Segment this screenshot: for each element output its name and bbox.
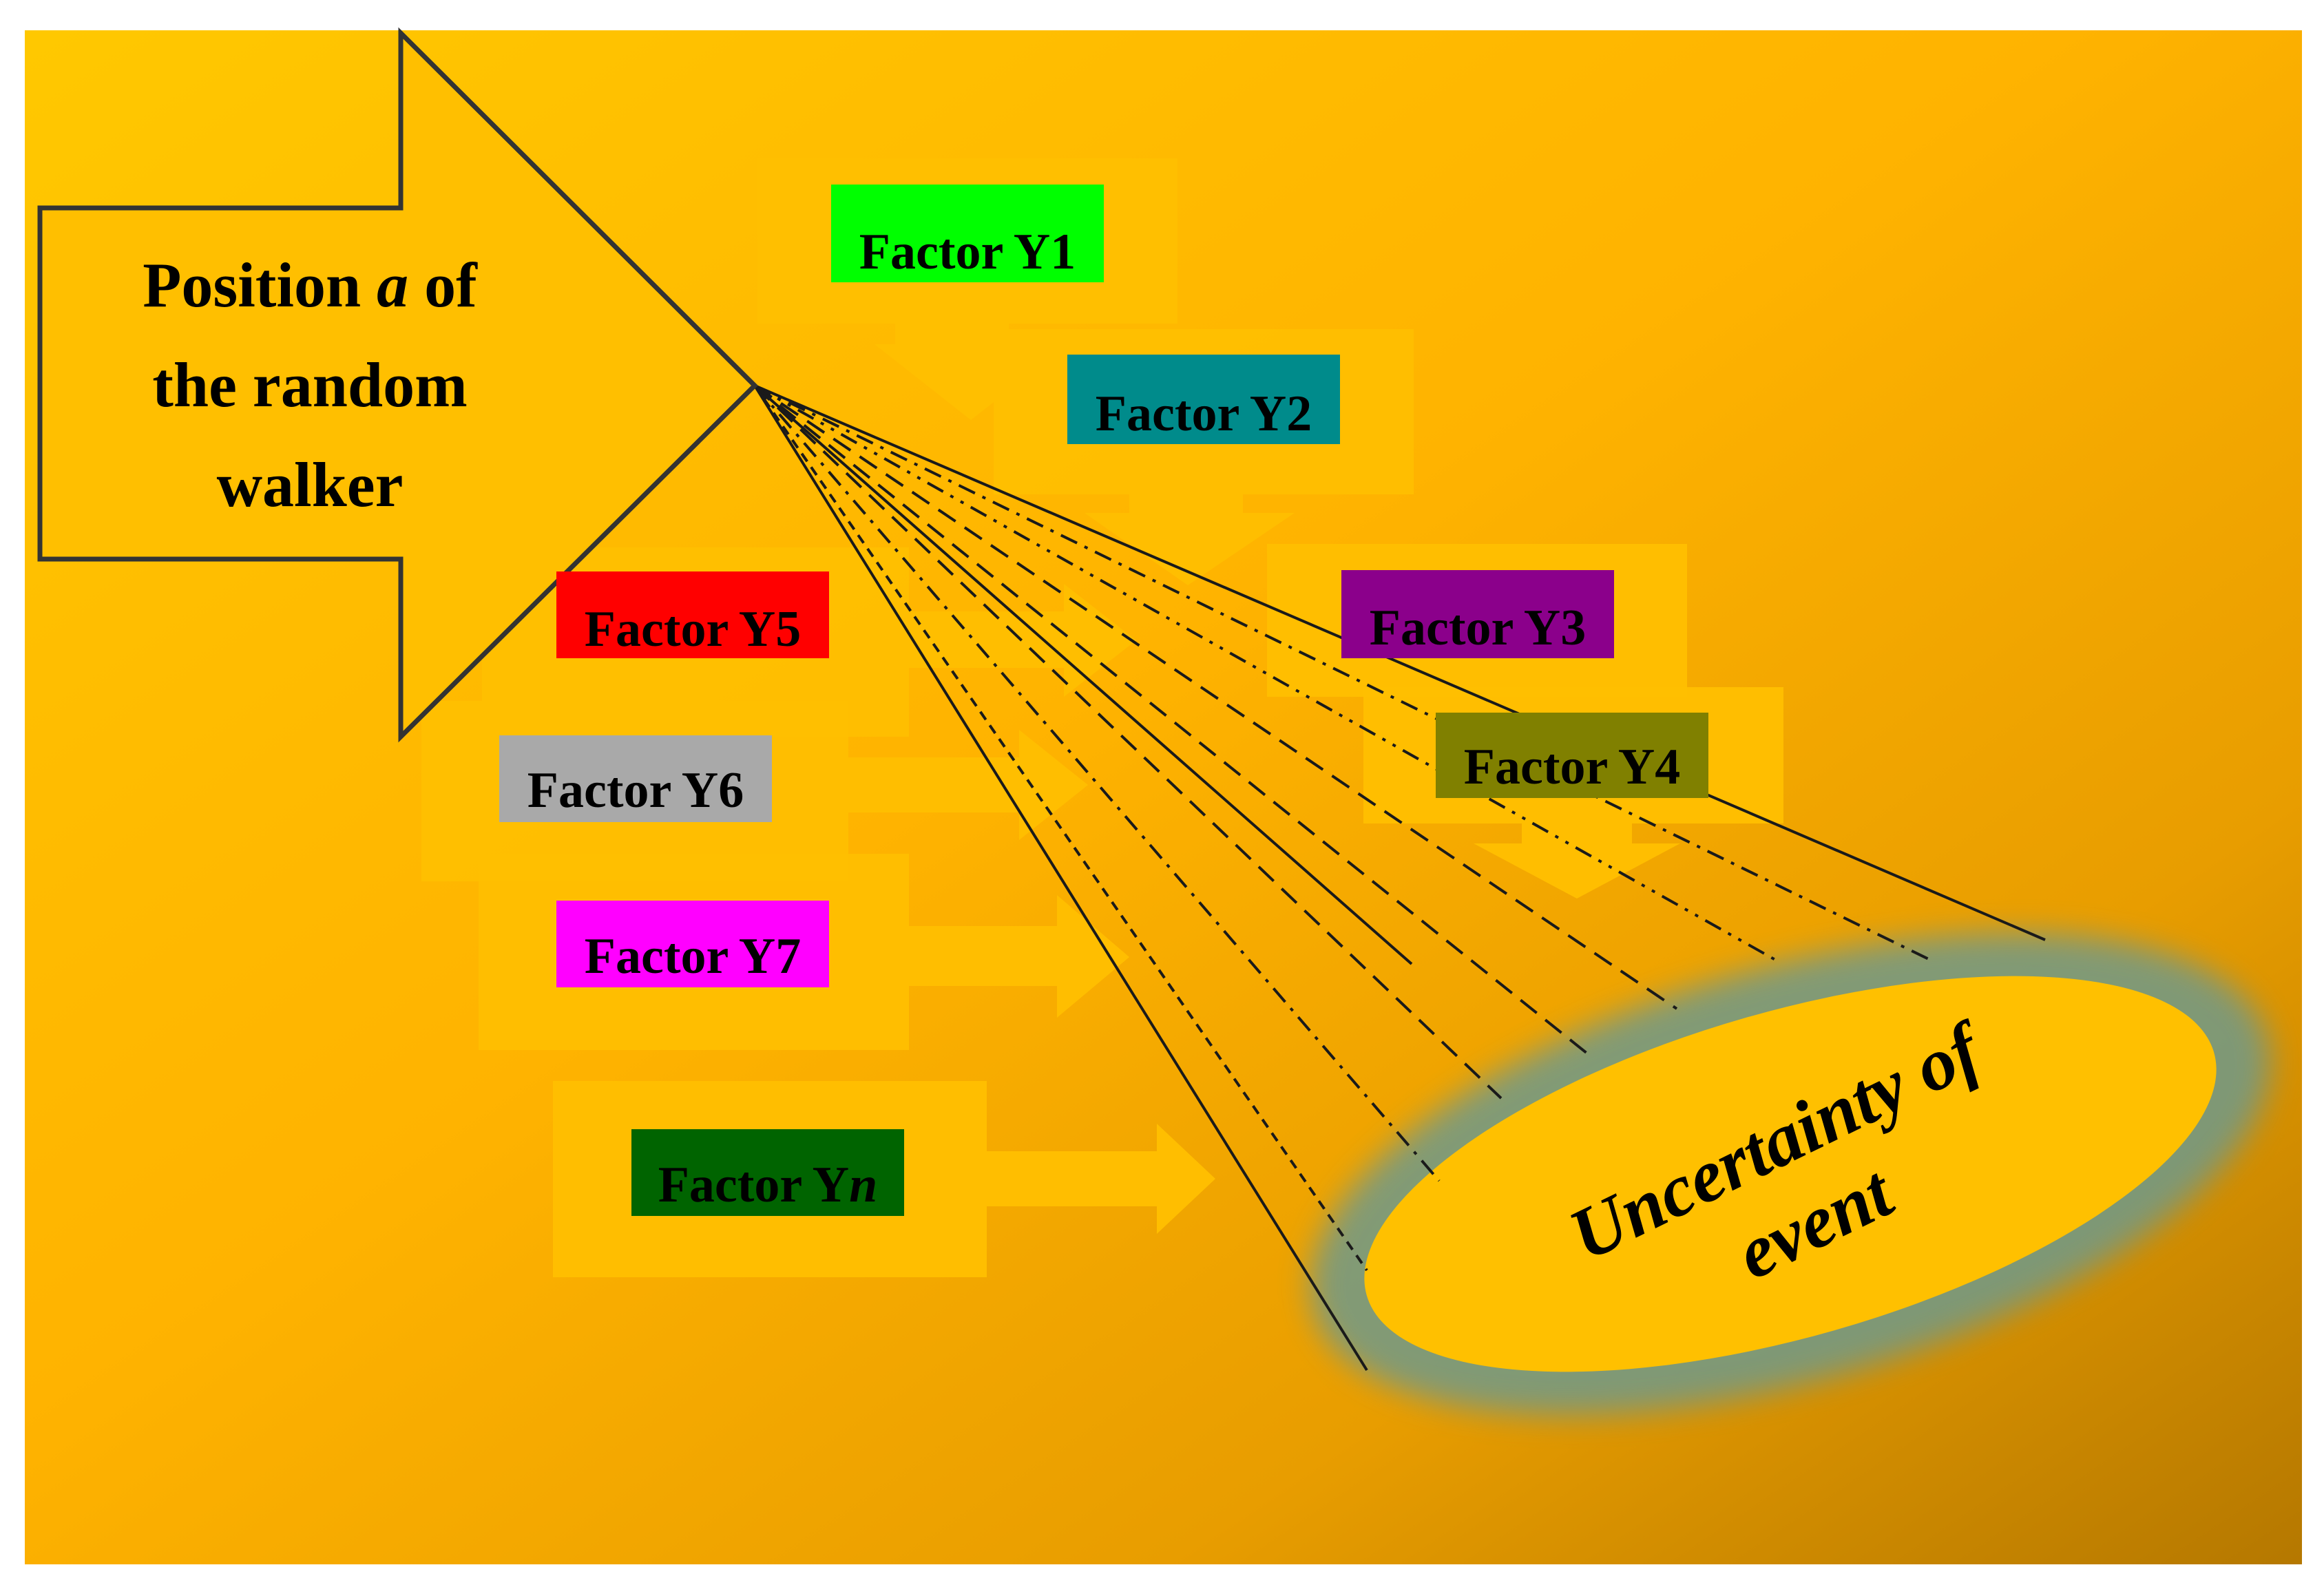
uncertainty-ellipse <box>1310 932 2271 1416</box>
factor-arrow-y4 <box>1474 823 1680 899</box>
source-label-line2: the random <box>152 350 467 420</box>
factor-label-bg-yn <box>631 1129 904 1216</box>
connector-line <box>753 384 1368 1272</box>
connector-line <box>753 384 1503 1100</box>
factor-label-bg-y2 <box>1067 355 1340 444</box>
factor-label-y5: Factor Y5 <box>585 601 801 658</box>
source-label-line1: Position a of <box>143 250 478 320</box>
factor-arrow-y2 <box>1085 494 1295 585</box>
factor-label-bg-y4 <box>1436 713 1708 798</box>
factor-label-yn: Factor Yn <box>658 1157 878 1213</box>
factor-label-bg-y5 <box>556 571 829 658</box>
factor-arrow-y7 <box>909 895 1129 1018</box>
connector-lines <box>753 384 2046 1372</box>
connector-line <box>753 384 1413 965</box>
connector-line <box>754 384 1932 962</box>
source-arrow <box>37 27 758 743</box>
factor-label-bg-y6 <box>499 735 772 822</box>
factor-label-y3: Factor Y3 <box>1370 600 1586 656</box>
factor-arrow-yn <box>987 1124 1215 1234</box>
factor-label-bg-y7 <box>556 901 829 987</box>
factor-labels: Factor Y1 Factor Y2 Factor Y3 Factor Y4 Fact… <box>499 185 1708 1216</box>
factor-arrow-y6 <box>848 730 1088 840</box>
connector-line <box>753 384 1589 1055</box>
factor-label-y1: Factor Y1 <box>859 224 1076 280</box>
factor-label-y4: Factor Y4 <box>1464 739 1680 795</box>
factor-label-bg-y3 <box>1341 570 1614 658</box>
connector-line <box>753 384 1368 1372</box>
connector-line <box>754 384 2046 941</box>
source-label-line3: walker <box>217 450 404 520</box>
factor-label-y6: Factor Y6 <box>527 762 744 819</box>
factor-label-bg-y1 <box>831 185 1104 282</box>
connector-line <box>754 384 1777 962</box>
connector-line <box>753 384 1441 1182</box>
factor-label-y2: Factor Y2 <box>1096 386 1312 442</box>
connector-line <box>753 384 1678 1010</box>
factor-label-y7: Factor Y7 <box>585 928 801 985</box>
factor-arrow-y5 <box>909 584 1136 697</box>
